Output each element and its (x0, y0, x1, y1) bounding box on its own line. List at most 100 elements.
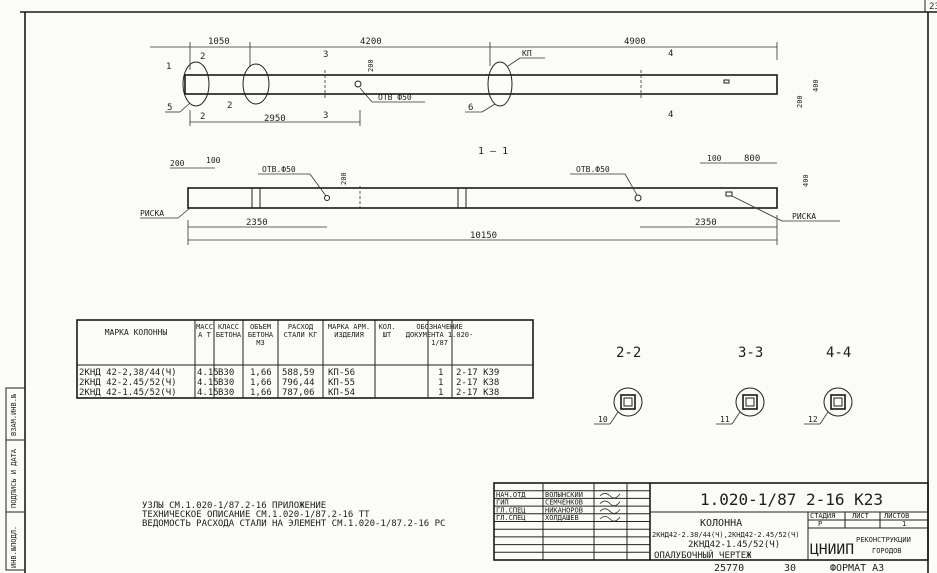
section-leader: 11 (720, 415, 730, 424)
table-cell: 1,66 (250, 368, 272, 378)
section-mark-4-bottom: 4 (668, 110, 673, 120)
notes: УЗЛЫ СМ.1.020-1/87.2-16 ПРИЛОЖЕНИЕ ТЕХНИ… (142, 501, 445, 529)
mark-left-label: РИСКА (140, 209, 164, 218)
table-cell: 787,06 (282, 388, 315, 398)
title-marks-1: 2КНД42-2.38/44(Ч),2КНД42-2.45/52(Ч) (652, 531, 800, 539)
kp-callout: КП (522, 49, 532, 58)
section-title: 3-3 (738, 345, 763, 361)
dim-2350-right: 2350 (695, 218, 717, 228)
th-volume: ОБЪЕМ БЕТОНА М3 (247, 323, 274, 347)
section-4-4: 4-4 12 (804, 345, 853, 425)
th-rebar: МАРКА АРМ. ИЗДЕЛИЯ (327, 323, 371, 339)
section-3-3: 3-3 11 (716, 345, 765, 425)
table-cell: 4.15 (197, 378, 219, 388)
dim-200-right: 200 (796, 95, 804, 108)
dim-100-left: 100 (206, 156, 221, 165)
th-mass: МАССА Т (196, 323, 213, 339)
table-cell: В30 (218, 388, 234, 398)
th-steel: РАСХОД СТАЛИ КГ (283, 323, 318, 339)
note-2: ТЕХНИЧЕСКОЕ ОПИСАНИЕ СМ.1.020-1/87.2-16 … (142, 510, 370, 520)
mark-right-label: РИСКА (792, 212, 816, 221)
table-cell: 1,66 (250, 378, 272, 388)
dim-2950: 2950 (264, 114, 286, 124)
table-cell: 1 (438, 368, 443, 378)
sheet-format: ФОРМАТ А3 (830, 563, 884, 573)
table-cell: 1 (438, 378, 443, 388)
dim-200-top: 200 (367, 59, 375, 72)
table-cell: 1 (438, 388, 443, 398)
table-cell: 2КНД 42-2.45/52(Ч) (79, 378, 177, 388)
callout-2-ellipse (242, 63, 270, 105)
side-stamp: ИНВ.№ПОДЛ. ПОДПИСЬ И ДАТА ВЗАМ.ИНВ.№ (5, 387, 26, 571)
signer-role: ГЛ.СПЕЦ (496, 514, 526, 522)
table-cell: В30 (218, 368, 234, 378)
signer-role: ГИП (496, 499, 509, 507)
table-cell: 4.15 (197, 368, 219, 378)
section-1-1: 1 — 1 200 100 200 400 800 100 2350 2350 … (140, 146, 840, 245)
sheet-label: ЛИСТ (852, 512, 870, 520)
stage-value: Р (818, 520, 822, 528)
table-cell: КП-56 (328, 368, 355, 378)
org-line-2: ГОРОДОВ (872, 547, 902, 555)
callout-5: 5 (167, 103, 172, 113)
signer-name: ХОЛДАШЕВ (545, 514, 579, 522)
signature-mark (599, 508, 621, 514)
stage-label: СТАДИЯ (810, 512, 835, 520)
th-class: КЛАСС БЕТОНА (215, 323, 242, 339)
table-cell: КП-54 (328, 388, 355, 398)
section-mark-3-top: 3 (323, 50, 328, 60)
sheet-frame: 23 (20, 0, 937, 573)
dim-10150: 10150 (470, 231, 497, 241)
table-cell: КП-55 (328, 378, 355, 388)
stamp-replace: ВЗАМ.ИНВ.№ (10, 393, 18, 436)
section-1-1-title: 1 — 1 (478, 146, 508, 157)
table-cell: 1,66 (250, 388, 272, 398)
table-cell: 2КНД 42-1.45/52(Ч) (79, 388, 177, 398)
signer-name: ВОЛЫНСКИЙ (545, 490, 583, 499)
table-cell: 796,44 (282, 378, 315, 388)
th-mark: МАРКА КОЛОННЫ (104, 328, 168, 337)
hole-right-label: ОТВ.Ф50 (576, 165, 610, 174)
section-mark-2-bottom: 2 (200, 112, 205, 122)
table-cell: 2КНД 42-2,38/44(Ч) (79, 368, 177, 378)
callout-6: 6 (468, 103, 473, 113)
signer-name: НИКАНОРОВ (545, 506, 583, 514)
section-title: 4-4 (826, 345, 851, 361)
bottom-number: 30 (784, 563, 796, 573)
signature-mark (599, 500, 621, 507)
org-line-1: РЕКОНСТРУКЦИИ (856, 536, 911, 544)
dim-1050: 1050 (208, 37, 230, 47)
org-logo: ЦНИИП (810, 542, 854, 558)
section-mark-4-top: 4 (668, 49, 673, 59)
signature-mark (599, 516, 621, 522)
table-cell: 4.15 (197, 388, 219, 398)
dim-400-right: 400 (802, 174, 810, 187)
note-1: УЗЛЫ СМ.1.020-1/87.2-16 ПРИЛОЖЕНИЕ (142, 501, 326, 511)
th-qty: КОЛ. ШТ (378, 323, 396, 339)
section-2-2: 2-210 (594, 345, 643, 425)
dim-800: 800 (744, 154, 760, 164)
title-marks-2: 2КНД42-1.45/52(Ч) (688, 540, 780, 550)
dim-200-left: 200 (170, 159, 185, 168)
column-elevation: 1050 4200 4900 2950 200 200 400 ОТВ Ф50 … (150, 37, 820, 126)
th-doc: ОБОЗНАЧЕНИЕ ДОКУМЕНТА 1.020-1/87 (405, 323, 474, 347)
section-mark-1: 1 (166, 62, 171, 72)
section-leader: 12 (808, 415, 818, 424)
dim-2350-left: 2350 (246, 218, 268, 228)
dim-400-right: 400 (812, 79, 820, 92)
page-number: 23 (929, 2, 937, 12)
section-title: 2-2 (616, 345, 641, 361)
signature-mark (599, 493, 621, 499)
title-drawing-type: ОПАЛУБОЧНЫЙ ЧЕРТЕЖ (654, 549, 752, 561)
section-mark-3-bottom: 3 (323, 111, 328, 121)
dim-200-mid: 200 (340, 172, 348, 185)
table-cell: 2-17 К38 (456, 378, 499, 388)
signer-name: СЕМЧЕНКОВ (545, 499, 583, 507)
title-name: КОЛОННА (700, 518, 742, 529)
callout-6-ellipse (487, 61, 513, 107)
